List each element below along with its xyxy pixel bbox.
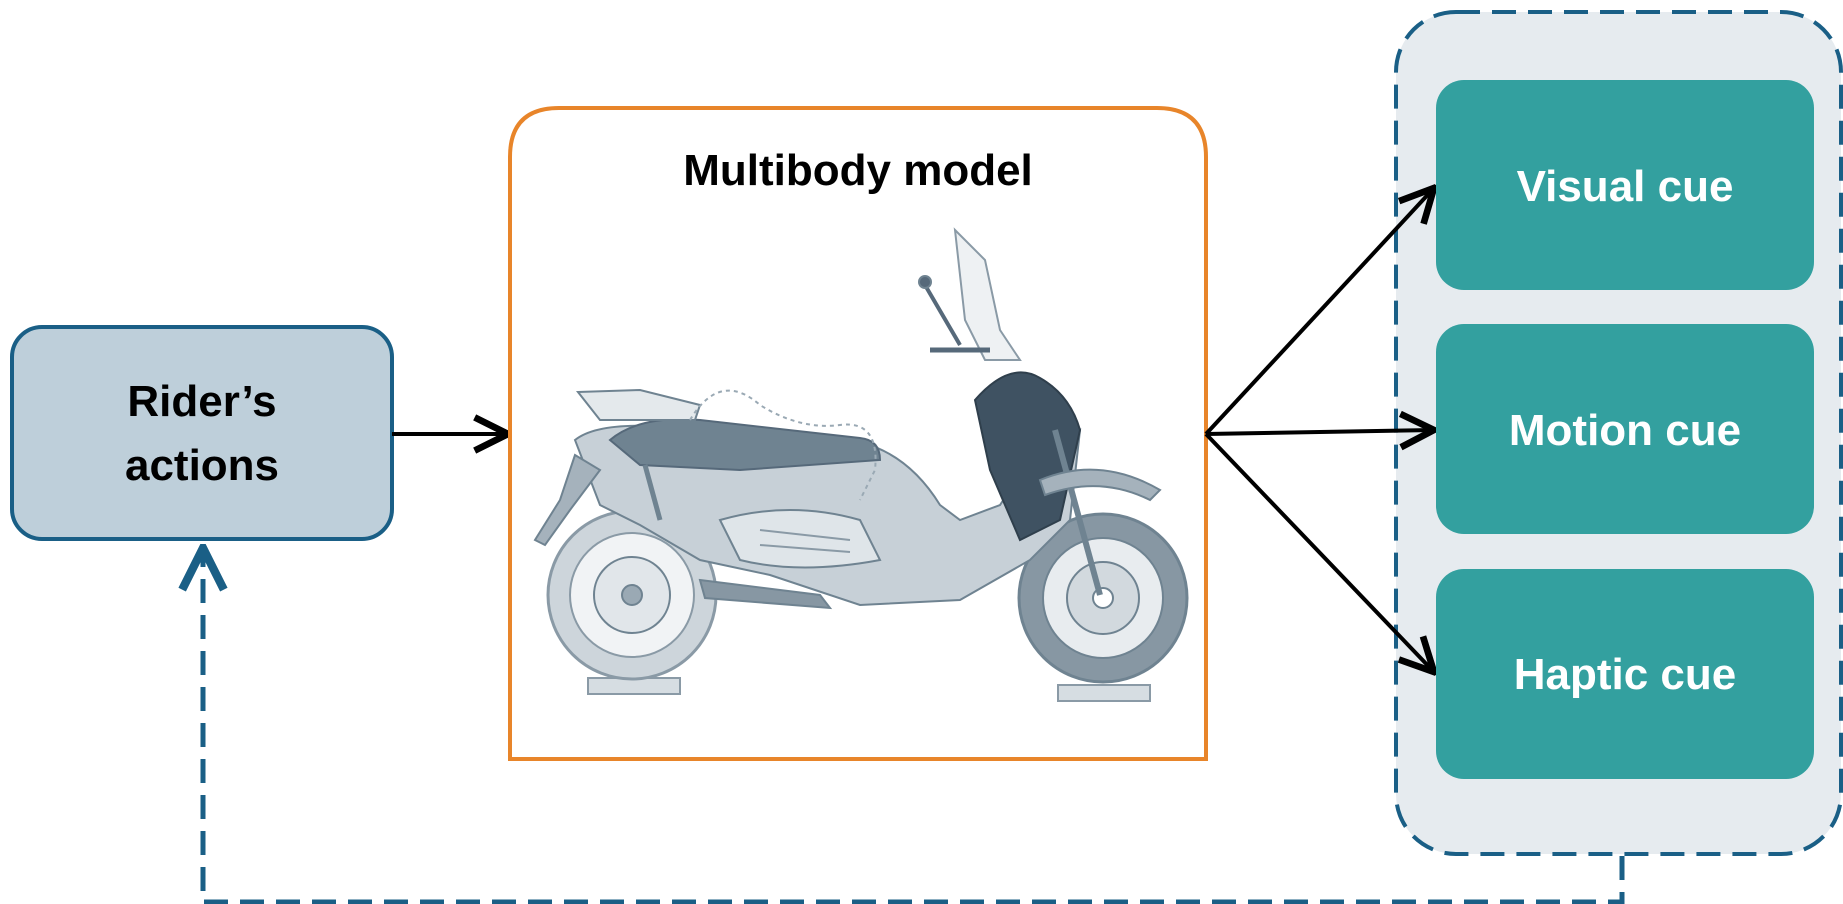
feedback-path bbox=[203, 548, 1625, 904]
motorcycle-illustration bbox=[533, 227, 1189, 702]
haptic-cue-box bbox=[1436, 569, 1814, 779]
rider-actions-box bbox=[10, 325, 394, 541]
haptic-cue-label: Haptic cue bbox=[1514, 650, 1737, 699]
visual-cue-box bbox=[1436, 80, 1814, 290]
multibody-model-title: Multibody model bbox=[683, 146, 1033, 195]
motion-cue-label: Motion cue bbox=[1509, 406, 1741, 455]
motion-cue-box bbox=[1436, 324, 1814, 534]
rider-actions-label-line1: Rider’s bbox=[127, 377, 276, 426]
arrow-model-to-visual bbox=[1204, 188, 1434, 436]
arrow-model-to-haptic bbox=[1204, 432, 1434, 672]
arrow-model-to-motion bbox=[1205, 430, 1434, 434]
visual-cue-label: Visual cue bbox=[1517, 162, 1734, 211]
rider-actions-label-line2: actions bbox=[125, 441, 279, 490]
